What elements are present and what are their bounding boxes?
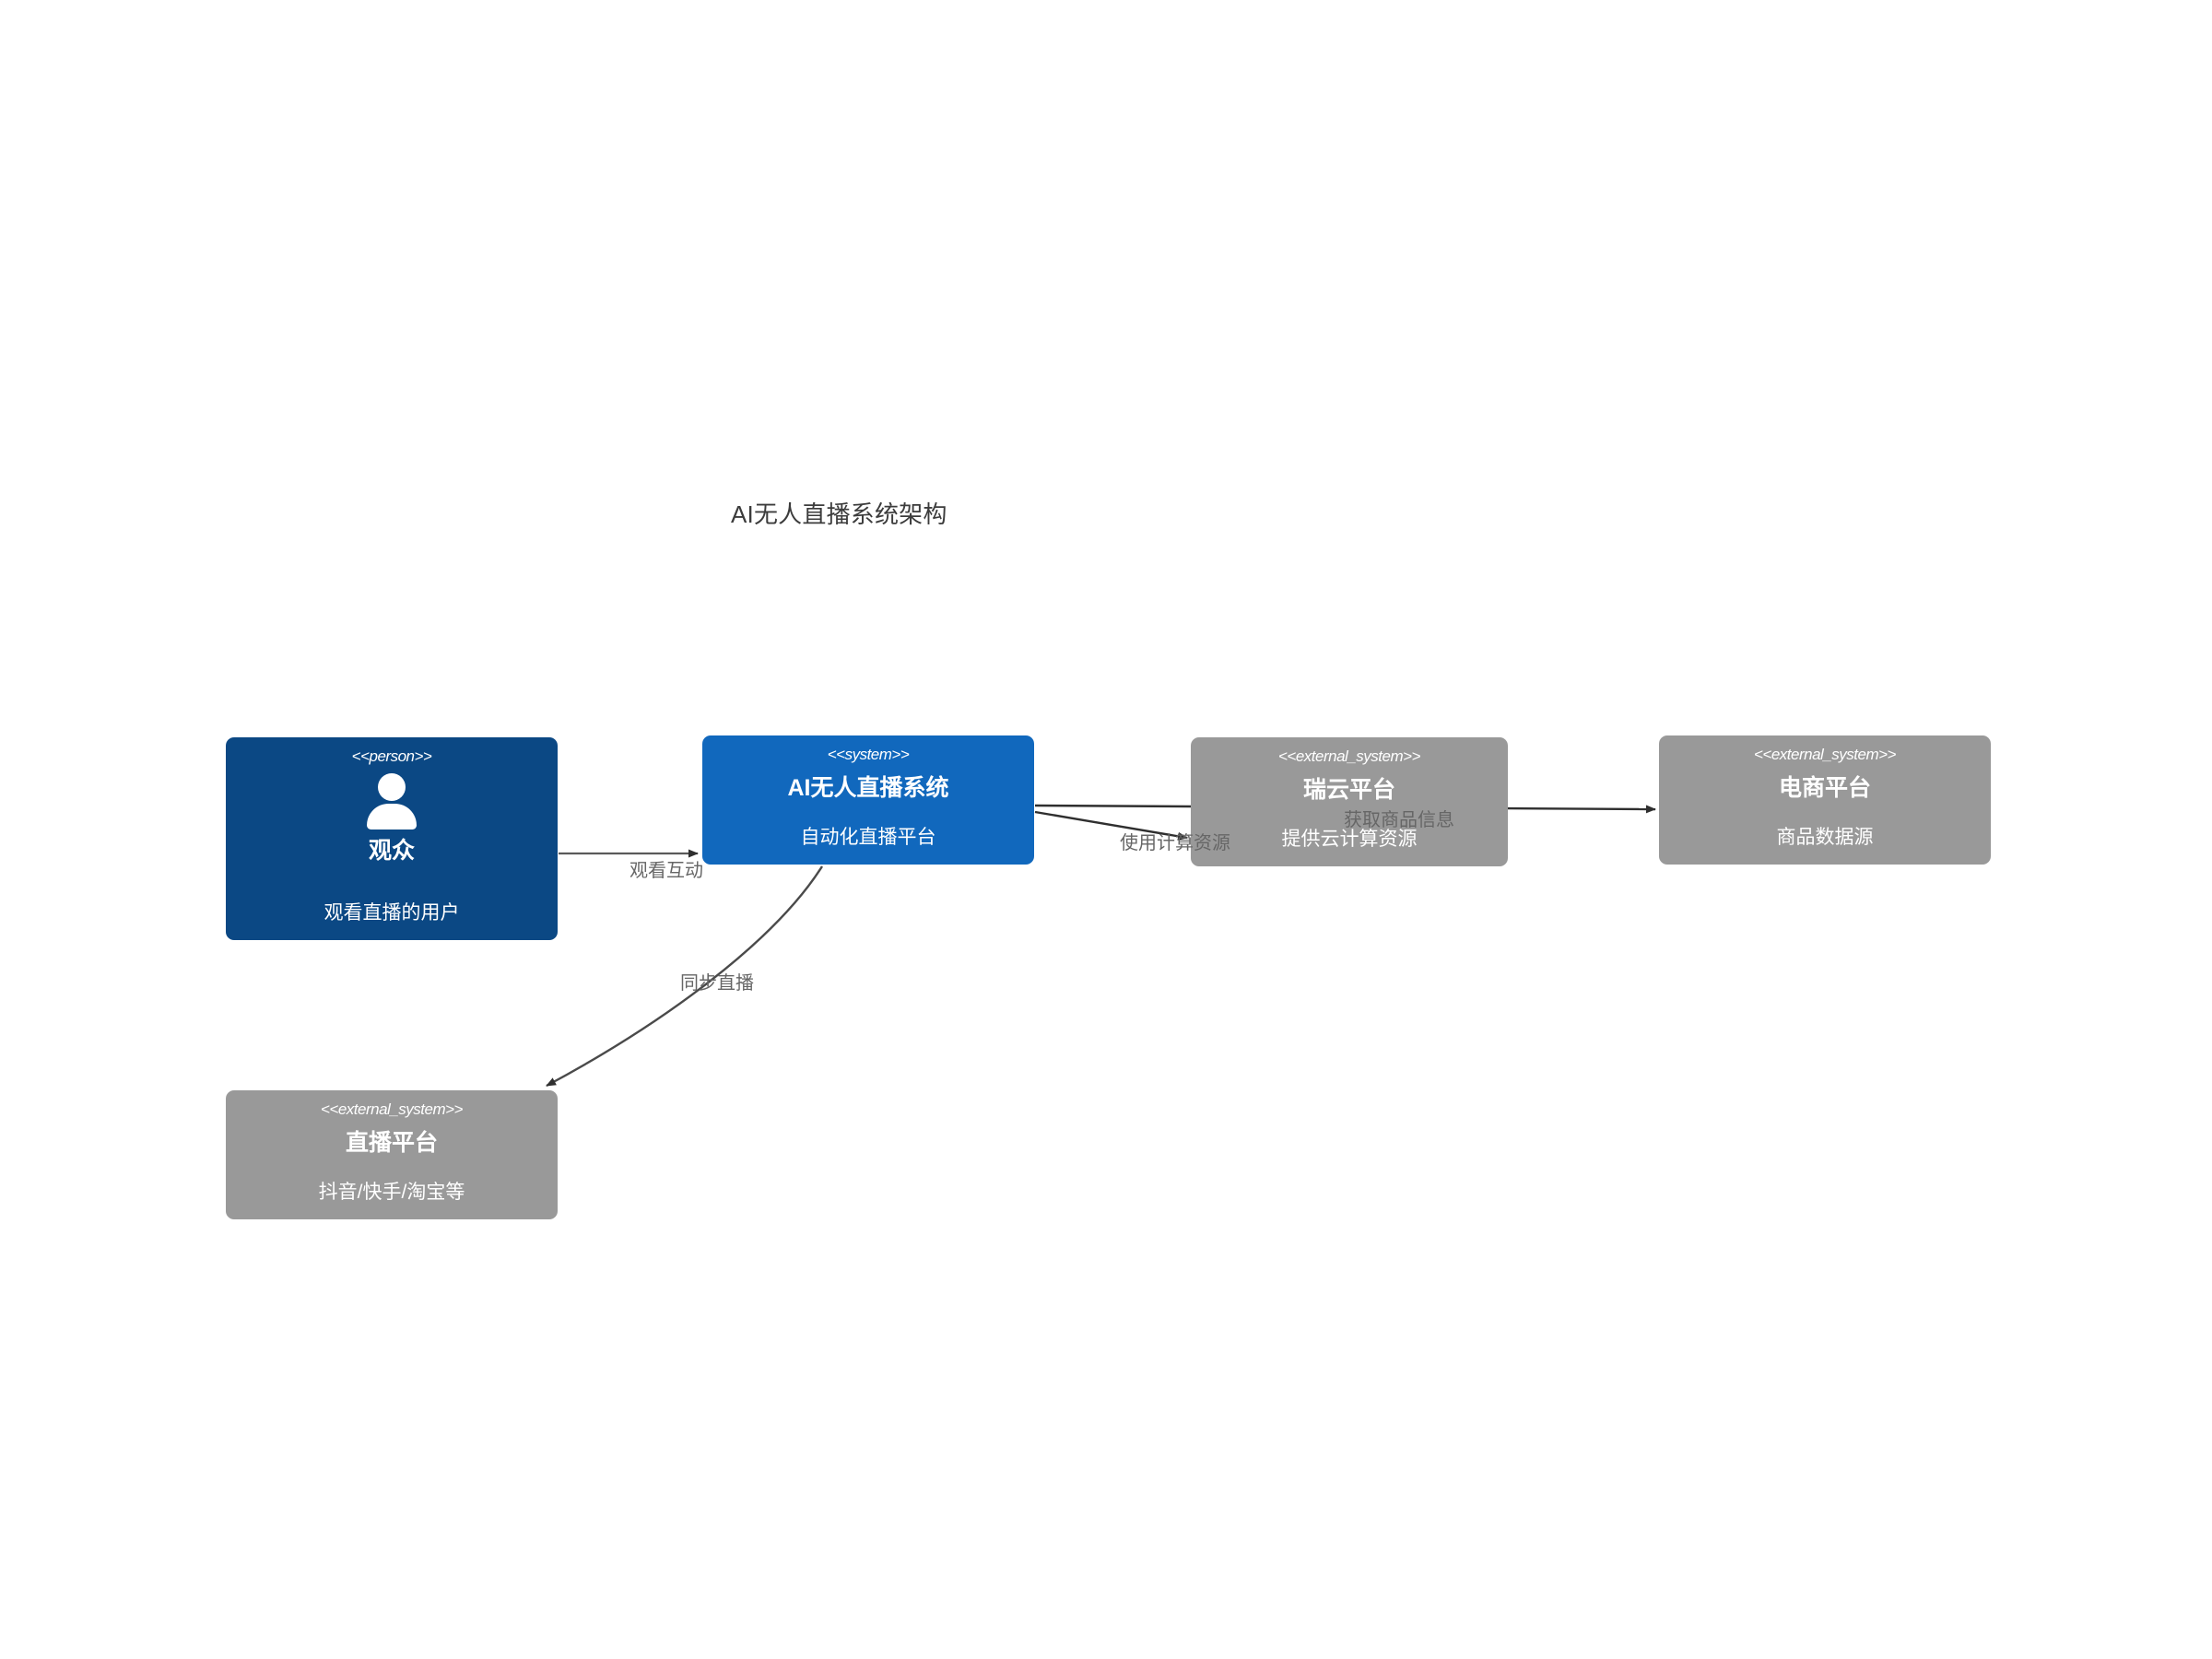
node-stereotype: <<external_system>> bbox=[321, 1100, 463, 1118]
page-title: AI无人直播系统架构 bbox=[731, 500, 947, 528]
node-title: 瑞云平台 bbox=[1302, 777, 1395, 803]
edge-label-watch: 观看互动 bbox=[629, 861, 703, 881]
node-stereotype: <<external_system>> bbox=[1278, 747, 1420, 765]
node-ecommerce-platform[interactable]: <<external_system>> 电商平台 商品数据源 bbox=[1659, 735, 1991, 865]
node-title: 观众 bbox=[368, 838, 415, 864]
edge-label-sync: 同步直播 bbox=[680, 973, 754, 994]
person-icon-body bbox=[367, 804, 417, 830]
node-description: 自动化直播平台 bbox=[800, 827, 936, 848]
person-icon bbox=[367, 773, 417, 830]
node-title: 电商平台 bbox=[1778, 775, 1871, 801]
node-cloud-platform[interactable]: <<external_system>> 瑞云平台 提供云计算资源 bbox=[1191, 737, 1508, 866]
node-system[interactable]: <<system>> AI无人直播系统 自动化直播平台 bbox=[702, 735, 1034, 865]
person-icon-head bbox=[378, 773, 406, 801]
node-stereotype: <<system>> bbox=[827, 746, 910, 763]
node-description: 提供云计算资源 bbox=[1281, 829, 1418, 850]
node-person[interactable]: <<person>> 观众 观看直播的用户 bbox=[226, 737, 558, 940]
node-description: 抖音/快手/淘宝等 bbox=[318, 1182, 465, 1203]
node-stereotype: <<person>> bbox=[351, 747, 432, 765]
node-description: 观看直播的用户 bbox=[324, 902, 460, 924]
edge-label-product: 获取商品信息 bbox=[1344, 810, 1454, 830]
node-description: 商品数据源 bbox=[1776, 827, 1874, 848]
node-title: 直播平台 bbox=[345, 1130, 438, 1156]
node-title: AI无人直播系统 bbox=[787, 775, 949, 801]
node-stereotype: <<external_system>> bbox=[1754, 746, 1896, 763]
node-livestream-platform[interactable]: <<external_system>> 直播平台 抖音/快手/淘宝等 bbox=[226, 1090, 558, 1219]
edge-label-compute: 使用计算资源 bbox=[1120, 833, 1230, 853]
